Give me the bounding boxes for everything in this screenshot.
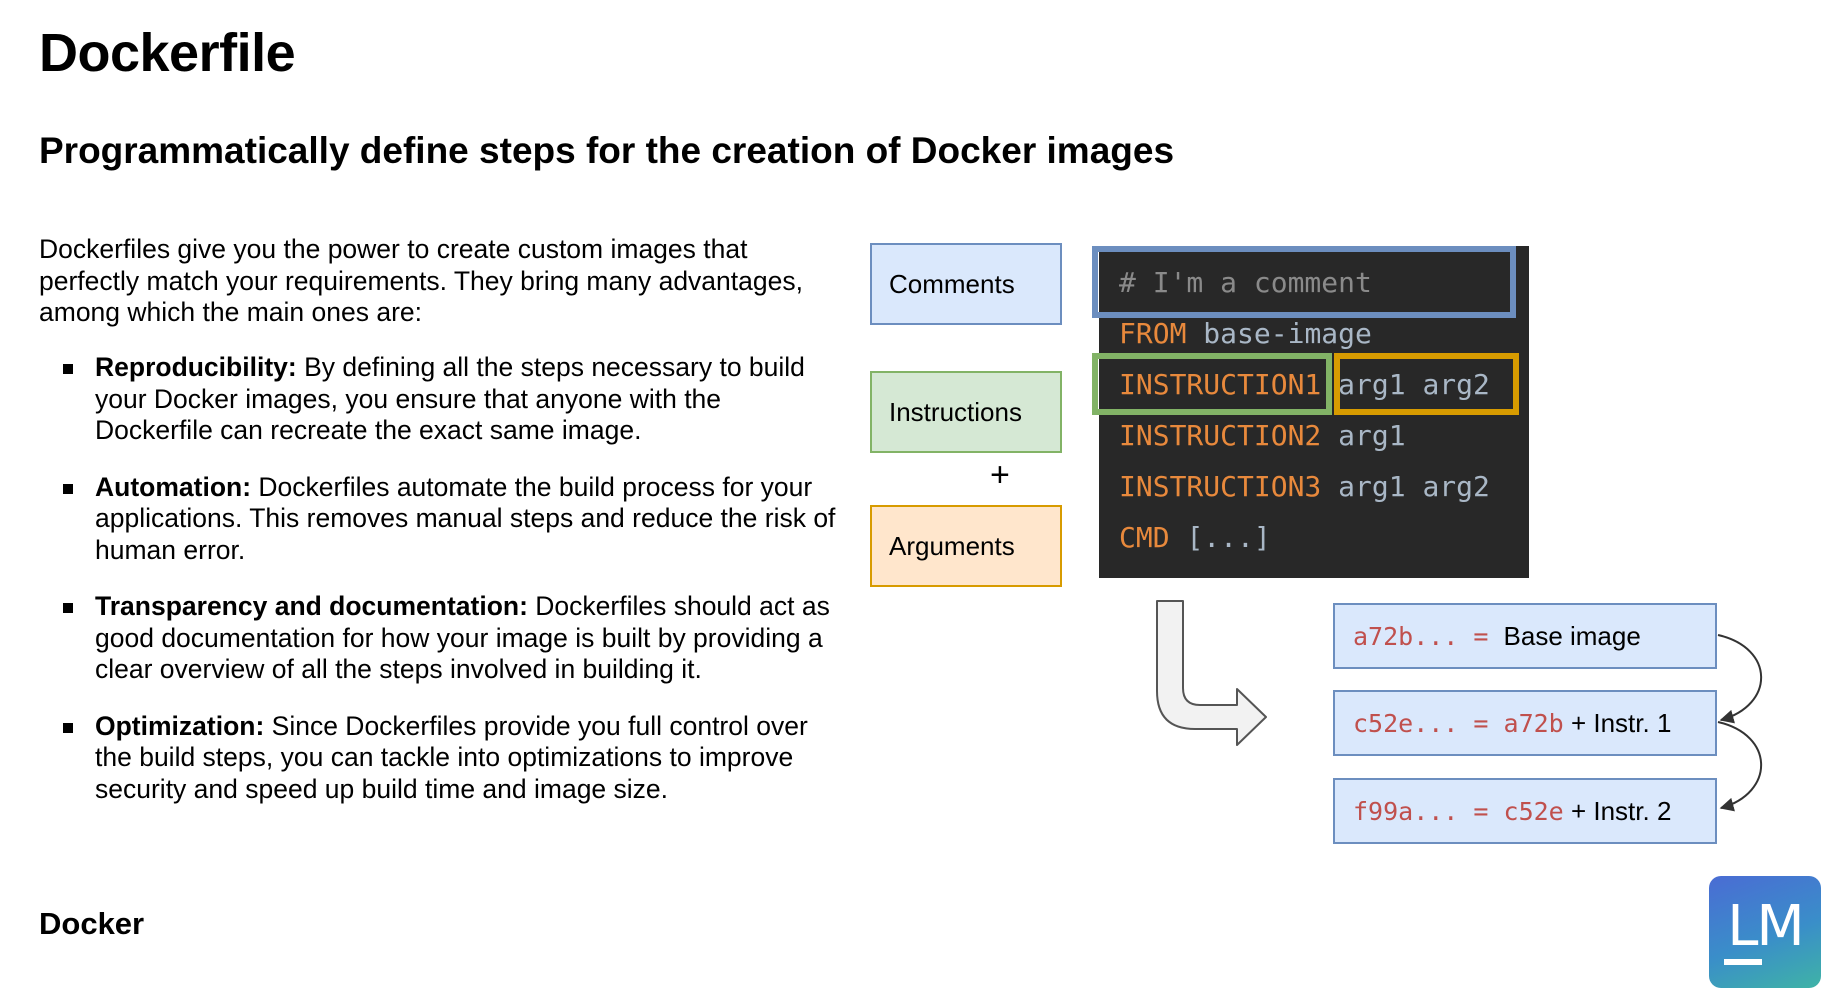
layer-hash-box: c52e... = a72b + Instr. 1 [1333, 690, 1717, 756]
instruction2-keyword: INSTRUCTION2 [1119, 419, 1322, 452]
layer-description: + Instr. 1 [1563, 707, 1672, 738]
build-arrow-icon [1156, 600, 1267, 746]
list-item: Optimization: Since Dockerfiles provide … [39, 711, 839, 806]
logo-underline [1724, 959, 1762, 965]
code-line-from: FROM base-image [1119, 317, 1372, 350]
bullet-text: Dockerfiles should act as good documenta… [95, 591, 830, 684]
code-line-instruction1: INSTRUCTION1 arg1 arg2 [1119, 368, 1490, 401]
lm-logo: LM [1709, 876, 1821, 988]
layer-hash: a72b... [1353, 621, 1459, 651]
parent-hash: a72b [1503, 708, 1564, 738]
bullet-square-icon [63, 603, 73, 613]
from-argument: base-image [1203, 317, 1372, 350]
arguments-label-box: Arguments [870, 505, 1062, 587]
comment-highlight [1092, 246, 1516, 318]
advantages-list: Reproducibility: By defining all the ste… [39, 352, 839, 830]
equals-sign: = [1458, 708, 1504, 738]
layer-link-arrow [1717, 721, 1763, 812]
equals-sign: = [1458, 796, 1504, 826]
logo-text: LM [1727, 894, 1805, 959]
page-title: Dockerfile [39, 23, 296, 83]
code-line-instruction3: INSTRUCTION3 arg1 arg2 [1119, 470, 1490, 503]
list-item: Transparency and documentation: Dockerfi… [39, 591, 839, 686]
code-line-instruction2: INSTRUCTION2 arg1 [1119, 419, 1406, 452]
bullet-square-icon [63, 483, 73, 494]
list-item: Automation: Dockerfiles automate the bui… [39, 472, 839, 567]
layer-hash: c52e... [1353, 708, 1459, 738]
bullet-text: Dockerfiles automate the build process f… [95, 471, 836, 565]
instruction1-arguments: arg1 arg2 [1338, 368, 1490, 401]
bullet-square-icon [63, 364, 73, 374]
instruction1-keyword: INSTRUCTION1 [1119, 368, 1322, 401]
instruction3-keyword: INSTRUCTION3 [1119, 470, 1322, 503]
instruction-highlight [1092, 353, 1332, 415]
equals-sign: = [1458, 621, 1504, 651]
bullet-term: Optimization: [95, 710, 265, 741]
layer-hash: f99a... [1353, 796, 1459, 826]
intro-paragraph: Dockerfiles give you the power to create… [39, 234, 803, 327]
code-line-cmd: CMD [...] [1119, 521, 1271, 554]
argument-highlight [1334, 353, 1519, 415]
cmd-keyword: CMD [1119, 521, 1170, 554]
instructions-label-box: Instructions [870, 371, 1062, 453]
parent-hash: c52e [1503, 796, 1564, 826]
layer-hash-box: a72b... = Base image [1333, 603, 1717, 669]
layer-description: Base image [1503, 620, 1641, 651]
plus-sign: + [990, 456, 1010, 494]
footer-label: Docker [39, 906, 145, 941]
from-keyword: FROM [1119, 317, 1187, 350]
bullet-term: Transparency and documentation: [95, 591, 528, 621]
comments-label-box: Comments [870, 243, 1062, 325]
instruction3-arguments: arg1 arg2 [1338, 470, 1490, 503]
page-subtitle: Programmatically define steps for the cr… [39, 130, 1175, 171]
layer-description: + Instr. 2 [1563, 795, 1672, 826]
code-line-comment: # I'm a comment [1119, 266, 1372, 299]
bullet-term: Reproducibility: [95, 352, 297, 382]
bullet-text: By defining all the steps necessary to b… [95, 352, 805, 445]
instruction2-arguments: arg1 [1338, 419, 1406, 452]
cmd-arguments: [...] [1186, 521, 1271, 554]
bullet-text: Since Dockerfiles provide you full contr… [95, 710, 808, 804]
list-item: Reproducibility: By defining all the ste… [39, 352, 839, 447]
bullet-term: Automation: [95, 471, 252, 502]
layer-hash-box: f99a... = c52e + Instr. 2 [1333, 778, 1717, 844]
layer-link-arrow [1717, 634, 1763, 724]
bullet-square-icon [63, 722, 73, 733]
comment-text: # I'm a comment [1119, 266, 1372, 299]
